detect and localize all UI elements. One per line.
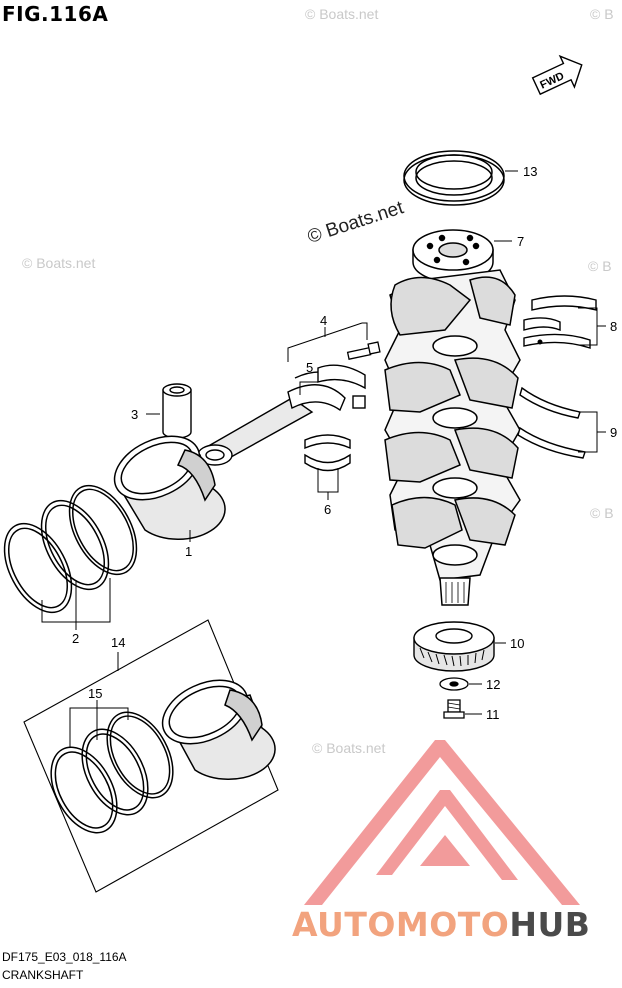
brand-logo-icon xyxy=(304,740,580,905)
callout-6: 6 xyxy=(324,502,331,517)
piston-set-piston-part xyxy=(161,679,276,780)
callout-9: 9 xyxy=(610,425,617,440)
callout-2: 2 xyxy=(72,631,79,646)
callout-7: 7 xyxy=(517,234,524,249)
brand-wordmark-part2: HUB xyxy=(509,905,591,944)
connecting-rod-part xyxy=(197,364,366,466)
forward-arrow-icon: FWD xyxy=(531,54,583,96)
main-bearing-lower-part xyxy=(517,386,586,459)
brand-wordmark: AUTOMOTOHUB xyxy=(292,905,590,944)
callout-12: 12 xyxy=(486,677,500,692)
figure-code: DF175_E03_018_116A xyxy=(2,950,127,964)
brand-wordmark-part1: AUTOMOTO xyxy=(292,905,510,944)
callout-15: 15 xyxy=(88,686,102,701)
piston-rings-part xyxy=(3,484,138,614)
callout-1: 1 xyxy=(185,544,192,559)
watermark-top: © Boats.net xyxy=(305,6,379,22)
washer-part xyxy=(439,677,469,691)
rod-bearing-part xyxy=(304,434,351,472)
callout-8: 8 xyxy=(610,319,617,334)
piston-set-rings-part xyxy=(50,711,174,834)
callout-13: 13 xyxy=(523,164,537,179)
piston-part xyxy=(113,435,226,540)
figure-caption: CRANKSHAFT xyxy=(2,968,84,982)
callout-4: 4 xyxy=(320,313,327,328)
figure-title: FIG.116A xyxy=(2,2,109,26)
oil-seal-part xyxy=(403,150,505,206)
watermark-right: © B xyxy=(588,258,612,274)
crankshaft-part xyxy=(384,229,521,606)
main-bearing-upper-part xyxy=(523,295,597,349)
watermark-right-mid: © B xyxy=(590,505,614,521)
watermark-lower: © Boats.net xyxy=(312,740,386,756)
bolt-part xyxy=(443,699,465,719)
callout-10: 10 xyxy=(510,636,524,651)
callout-5: 5 xyxy=(306,360,313,375)
watermark-top-right: © B xyxy=(590,6,614,22)
callout-11: 11 xyxy=(486,707,500,722)
piston-pin-part xyxy=(162,383,192,439)
crankshaft-gear-part xyxy=(413,621,495,672)
watermark-left: © Boats.net xyxy=(22,255,96,271)
connecting-rod-bolt-part xyxy=(346,341,381,360)
callout-3: 3 xyxy=(131,407,138,422)
callout-14: 14 xyxy=(111,635,125,650)
piston-set-box xyxy=(23,619,279,893)
